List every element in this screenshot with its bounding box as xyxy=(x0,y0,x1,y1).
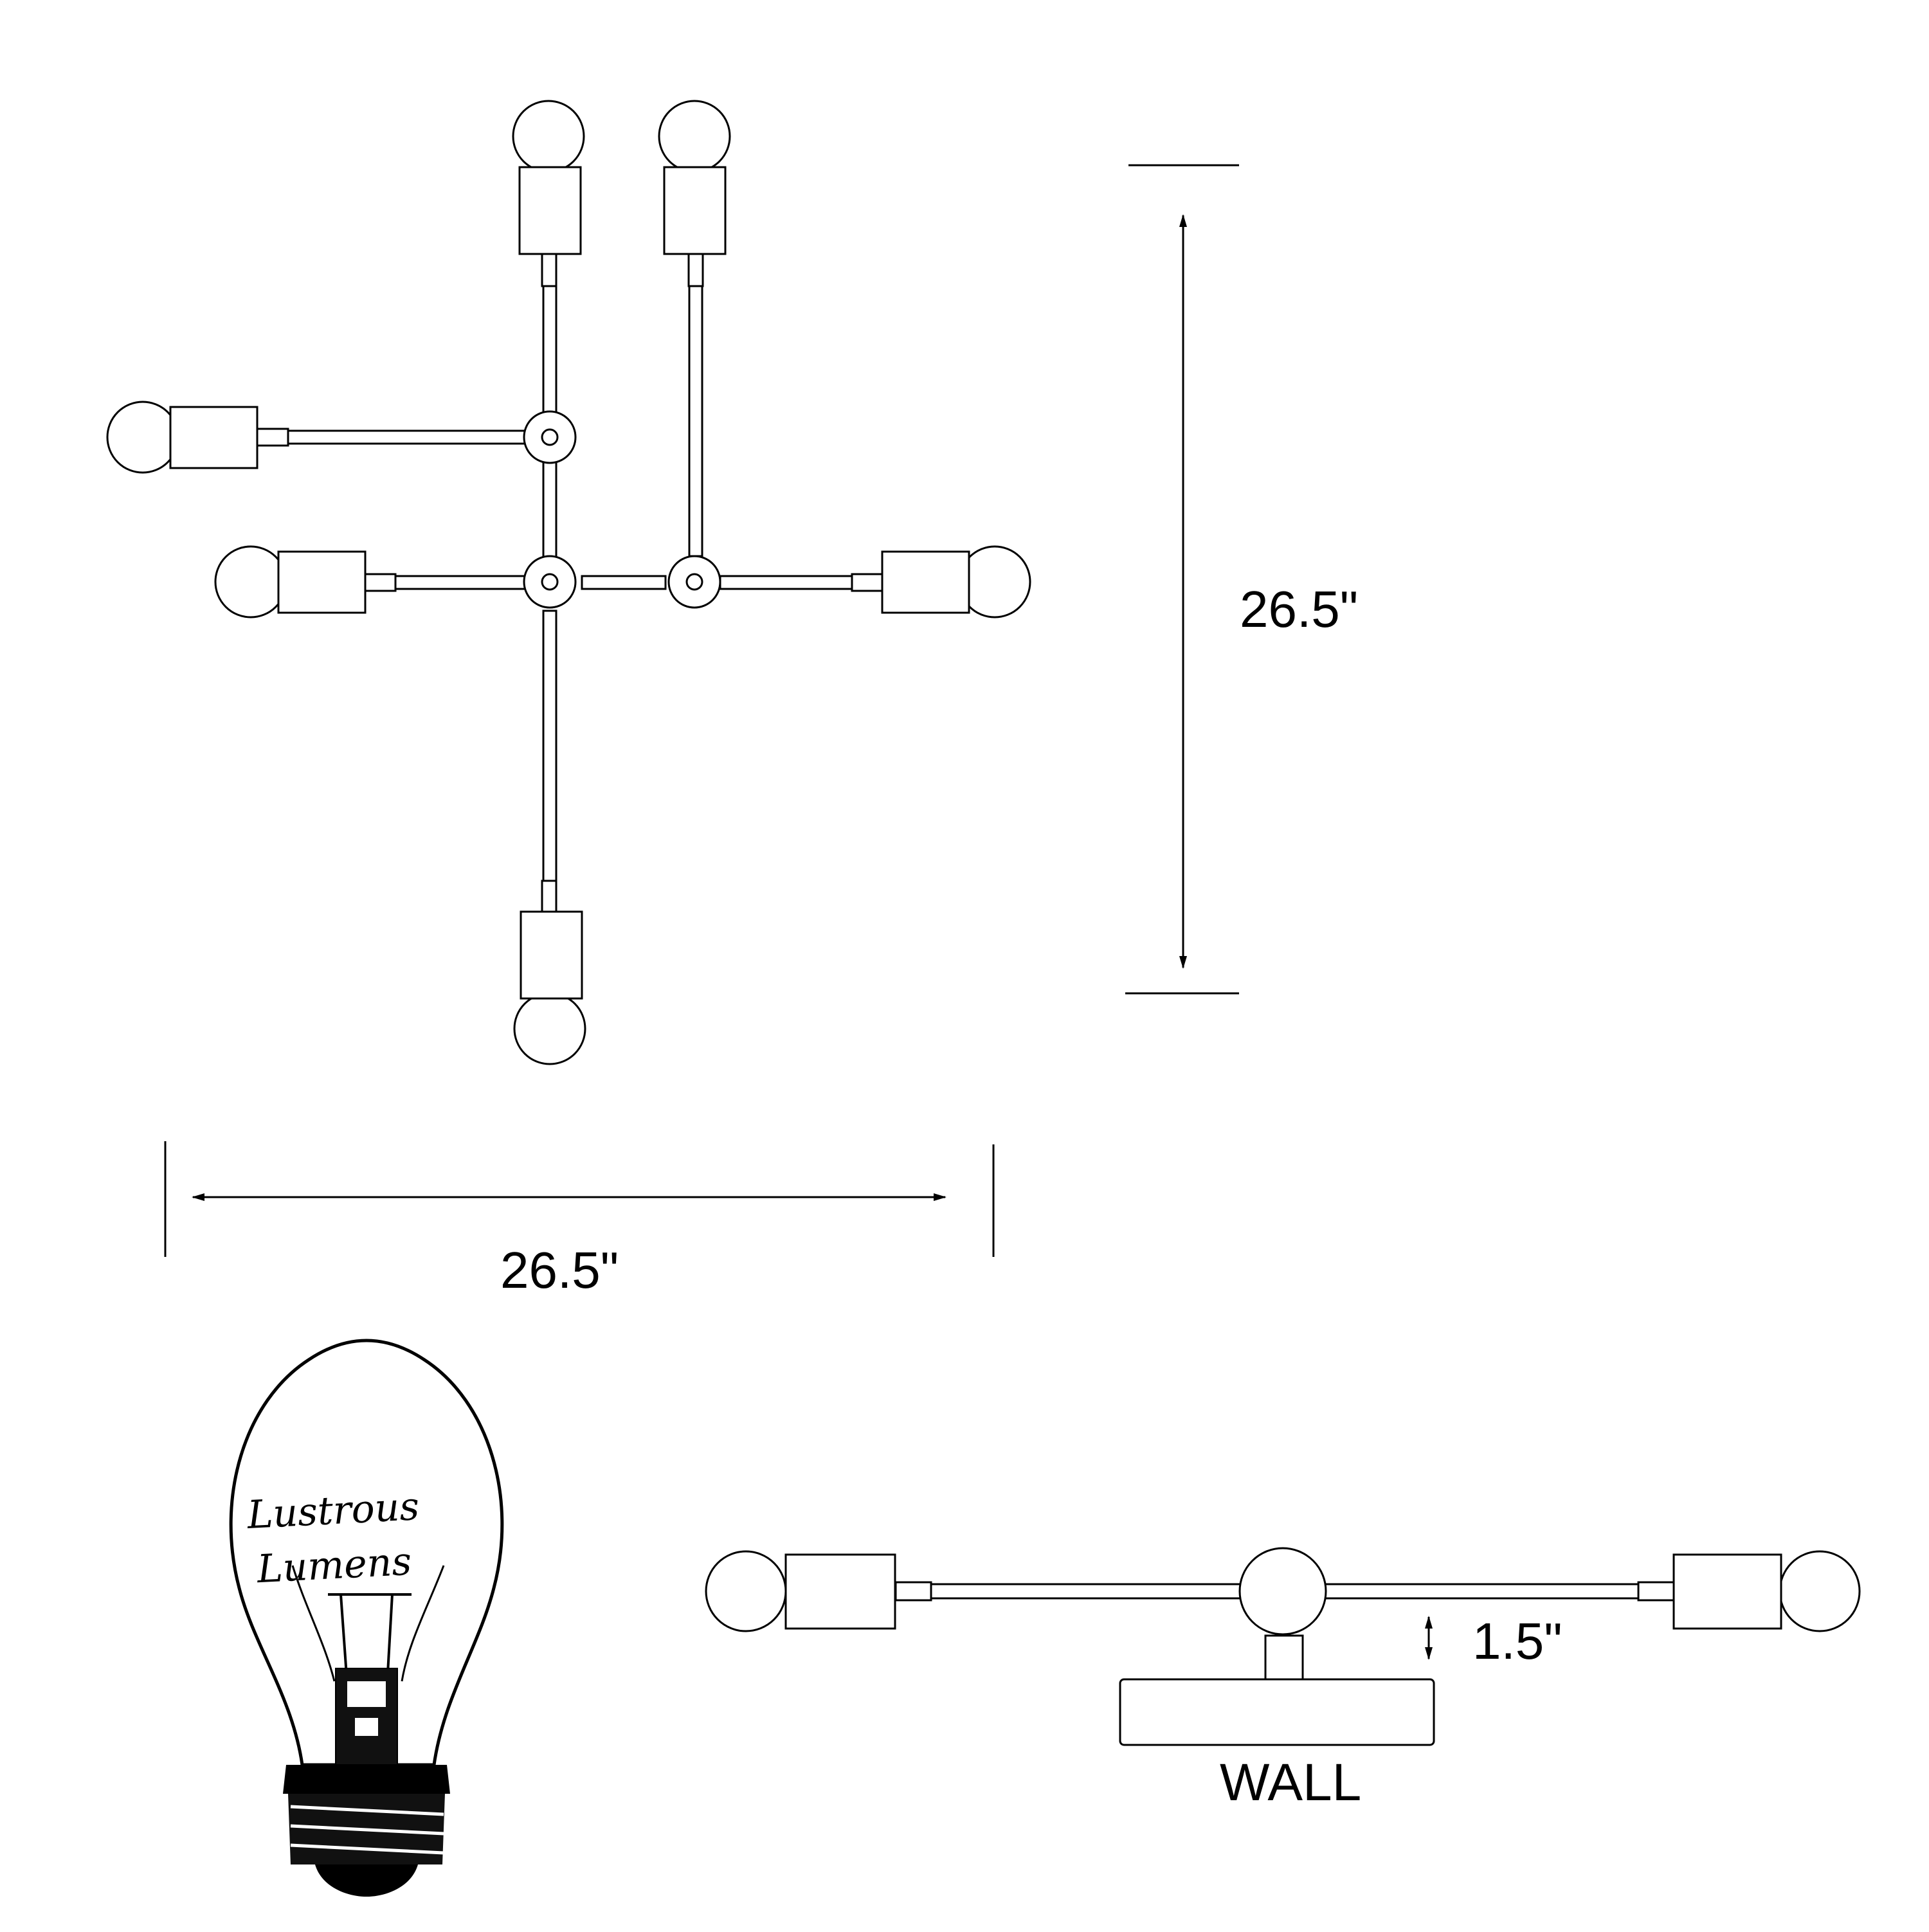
bulb-top-right xyxy=(658,100,731,255)
connecting-arm xyxy=(581,575,667,590)
bulb-bottom xyxy=(513,910,586,1065)
hub-center xyxy=(523,555,577,609)
front-view xyxy=(106,100,1031,1065)
width-dimension xyxy=(164,1141,995,1257)
logo-text-line2: Lumens xyxy=(255,1539,413,1593)
hub-upper xyxy=(523,410,577,464)
upper-left-arm xyxy=(256,428,527,447)
height-dimension xyxy=(1125,164,1239,995)
lustrous-lumens-logo: Lustrous Lumens xyxy=(229,1339,504,1897)
lower-left-arm xyxy=(363,573,529,592)
logo-bulb-glass-icon xyxy=(229,1339,504,1767)
side-hub xyxy=(1238,1547,1327,1636)
wall-canopy xyxy=(1119,1678,1435,1746)
side-bulb-right xyxy=(1672,1550,1861,1632)
bulb-right xyxy=(881,545,1031,618)
main-stem xyxy=(541,253,557,914)
wall-offset-label: 1.5" xyxy=(1472,1612,1562,1670)
side-view xyxy=(705,1547,1861,1746)
side-stem xyxy=(1264,1634,1304,1681)
logo-text-line1: Lustrous xyxy=(246,1484,421,1538)
side-bulb-left xyxy=(705,1550,896,1632)
wall-label: WALL xyxy=(1220,1753,1361,1812)
side-arm-right xyxy=(1322,1583,1640,1600)
logo-filament-icon xyxy=(291,1565,445,1765)
hub-right xyxy=(667,555,721,609)
bulb-far-left xyxy=(106,401,258,474)
bulb-top-left xyxy=(512,100,585,255)
height-dimension-label: 26.5" xyxy=(1240,581,1358,638)
lower-right-arm xyxy=(719,573,884,592)
logo-screw-base-icon xyxy=(283,1765,450,1897)
bulb-mid-left xyxy=(214,545,367,618)
right-stem xyxy=(687,253,704,557)
side-arm-left xyxy=(930,1583,1254,1600)
width-dimension-label: 26.5" xyxy=(500,1241,619,1299)
